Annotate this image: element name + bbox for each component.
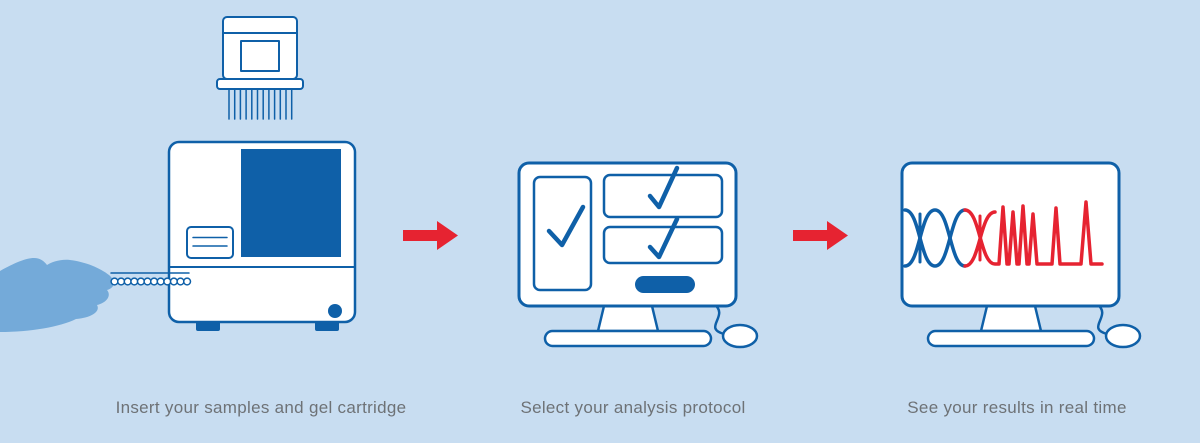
sample-strip-tubes [110, 277, 192, 286]
analyzer-slot-card [186, 226, 234, 259]
arrow-right-icon [403, 221, 458, 250]
mouse-icon [721, 323, 759, 349]
analyzer-foot-left [196, 321, 220, 331]
analyzer-icon [167, 140, 357, 331]
step-caption-select: Select your analysis protocol [520, 398, 746, 417]
monitor-stand-base [926, 329, 1096, 348]
monitor-stand-neck [596, 304, 660, 333]
protocol-monitor-icon [517, 161, 759, 349]
arrow-right-icon [793, 221, 848, 250]
gel-cartridge-icon [216, 16, 304, 120]
protocol-option-1 [602, 173, 724, 219]
step-caption-results: See your results in real time [907, 398, 1127, 417]
monitor-frame [517, 161, 738, 308]
power-light [328, 304, 342, 318]
electropherogram-icon [963, 200, 1104, 268]
cartridge-flange [216, 78, 304, 90]
results-monitor-icon [900, 161, 1142, 349]
step-caption-insert: Insert your samples and gel cartridge [115, 398, 407, 417]
sample-strip-icon [110, 272, 192, 286]
run-button-icon [635, 276, 695, 293]
hand-silhouette [0, 258, 114, 332]
checkmark-icon [546, 204, 586, 248]
monitor-stand-neck [979, 304, 1043, 333]
cartridge-window [240, 40, 280, 72]
results-trace [963, 200, 1104, 266]
analyzer-foot-right [315, 321, 339, 331]
hand-icon [0, 258, 114, 332]
checkmark-icon [647, 216, 680, 260]
monitor-stand-base [543, 329, 713, 348]
mouse-icon [1104, 323, 1142, 349]
cartridge-body [222, 16, 298, 80]
cartridge-teeth [228, 88, 293, 120]
analyzer-door [241, 149, 341, 257]
mouse-cable [712, 302, 726, 336]
analyzer-slot-stripes [192, 236, 228, 247]
mouse-cable [1095, 302, 1109, 336]
protocol-list-panel [532, 175, 593, 292]
checkmark-icon [647, 165, 680, 210]
dna-helix-icon [903, 208, 967, 268]
protocol-option-2 [602, 225, 724, 265]
